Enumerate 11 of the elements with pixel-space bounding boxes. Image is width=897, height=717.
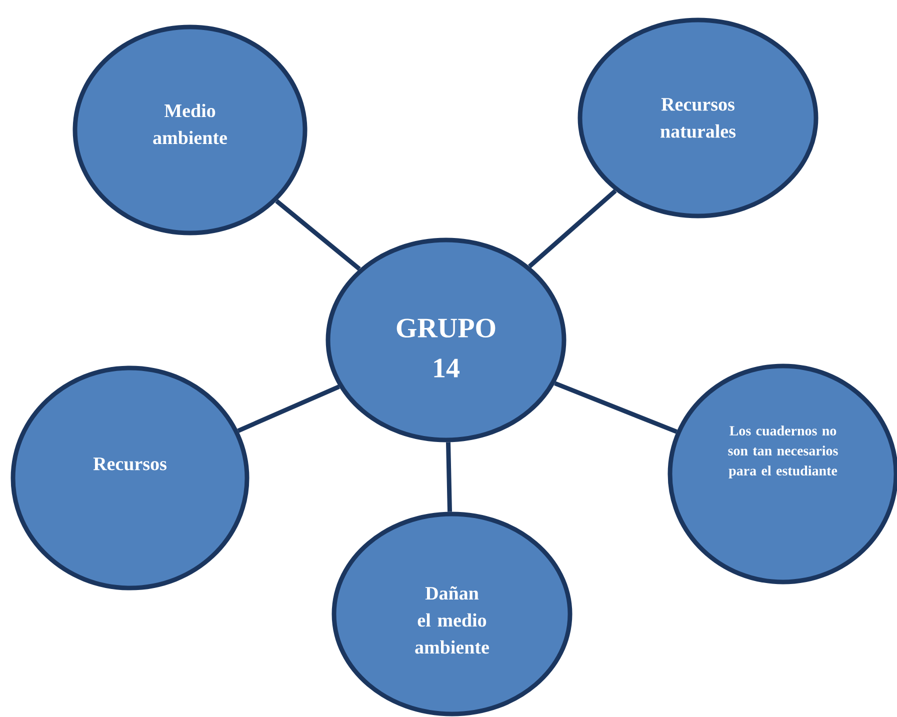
- connector-line: [528, 189, 617, 268]
- ellipse-node: Recursos: [10, 366, 250, 590]
- ellipse-node: Dañan el medio ambiente: [332, 512, 572, 716]
- connector-line: [554, 381, 678, 434]
- ellipse-node: Los cuadernos no son tan necesarios para el estudiante: [668, 364, 897, 584]
- connector-line: [237, 384, 340, 433]
- ellipse-node: Medio ambiente: [72, 24, 308, 236]
- ellipse-node: GRUPO 14: [326, 238, 566, 442]
- connector-line: [275, 199, 361, 271]
- ellipse-node: Recursos naturales: [578, 18, 818, 218]
- connector-line: [446, 442, 452, 512]
